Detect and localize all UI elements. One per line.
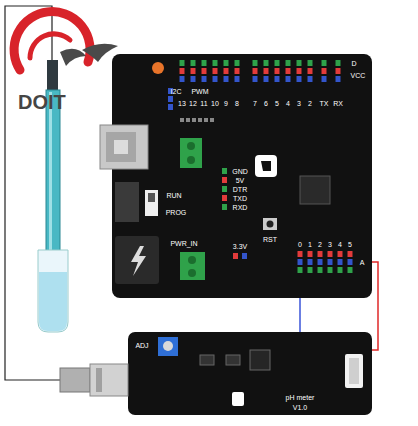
board-label: TXD — [233, 195, 247, 202]
board-label: 0 — [298, 241, 302, 248]
board-label: PWM — [191, 88, 208, 95]
controller-board — [100, 54, 372, 298]
board-label: 3 — [328, 241, 332, 248]
board-label: 2 — [308, 100, 312, 107]
board-label: I2C — [171, 88, 182, 95]
board-label: RST — [263, 236, 277, 243]
controller-board: I2CPWM1312111098765432TXRXDVCCRUNPROGPWR… — [112, 54, 372, 298]
board-label: pH meter — [286, 394, 315, 401]
board-label: VCC — [351, 72, 366, 79]
board-label: 9 — [224, 100, 228, 107]
board-label: D — [351, 60, 356, 67]
board-label: 3.3V — [233, 243, 247, 250]
board-label: 1 — [308, 241, 312, 248]
board-label: GND — [232, 168, 248, 175]
board-label: 2 — [318, 241, 322, 248]
board-label: ADJ — [135, 342, 148, 349]
board-label: DTR — [233, 186, 247, 193]
board-label: 10 — [211, 100, 219, 107]
board-label: TX — [320, 100, 329, 107]
wire — [372, 262, 378, 350]
board-label: 6 — [264, 100, 268, 107]
board-label: 3 — [297, 100, 301, 107]
logo — [14, 12, 118, 70]
board-label: 11 — [200, 100, 207, 107]
board-label: 4 — [286, 100, 290, 107]
board-label: 5 — [348, 241, 352, 248]
logo-text: DOIT — [18, 92, 66, 112]
board-label: PROG — [166, 209, 187, 216]
ph-meter-module — [60, 332, 372, 415]
board-label: A — [360, 259, 365, 266]
board-label: 5 — [275, 100, 279, 107]
board-label: RXD — [233, 204, 248, 211]
board-label: 5V — [236, 177, 245, 184]
board-label: 13 — [178, 100, 186, 107]
board-label: RX — [333, 100, 343, 107]
board-label: V1.0 — [293, 404, 307, 411]
board-label: 12 — [189, 100, 197, 107]
board-label: 7 — [253, 100, 257, 107]
ph-meter-module: ADJ pH meterV1.0 — [128, 332, 372, 415]
board-label: 4 — [338, 241, 342, 248]
board-label: RUN — [166, 192, 181, 199]
wire — [299, 298, 301, 332]
board-label: 8 — [235, 100, 239, 107]
board-label: PWR_IN — [170, 240, 197, 247]
